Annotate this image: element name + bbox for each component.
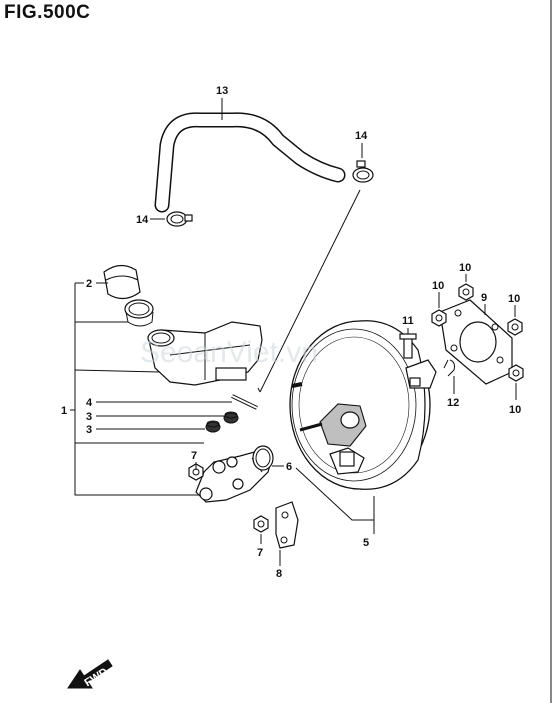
callout-5: 5 [363, 537, 369, 549]
nut-lower [253, 515, 269, 533]
gasket-nut-3 [507, 318, 523, 336]
figure-title: FIG.500C [4, 2, 91, 23]
callout-14-upper: 14 [355, 130, 368, 142]
callout-9: 9 [481, 292, 487, 304]
callout-10-right: 10 [508, 293, 520, 305]
reservoir-cap [103, 264, 141, 300]
reservoir-strainer [124, 299, 154, 327]
callout-3-lower: 3 [86, 424, 92, 436]
brake-booster [289, 320, 437, 490]
hose-clamp-upper [352, 160, 374, 183]
hose-clamp-lower [166, 211, 193, 227]
callout-8: 8 [276, 568, 282, 580]
callout-14-lower: 14 [136, 214, 149, 226]
callout-2: 2 [86, 278, 92, 290]
bracket [275, 501, 299, 549]
vacuum-hose [154, 112, 346, 213]
leader-lines [70, 98, 517, 566]
gasket-nut-2 [458, 283, 474, 301]
gasket-nut-4 [508, 364, 524, 382]
watermark-text: SeoanViet.vn [140, 336, 318, 369]
callout-4: 4 [86, 397, 93, 409]
callout-7-lower: 7 [257, 547, 263, 559]
callout-13: 13 [216, 85, 228, 97]
callout-6: 6 [286, 461, 292, 473]
callout-12: 12 [447, 397, 459, 409]
booster-gasket [439, 299, 513, 385]
callout-7-upper: 7 [191, 450, 197, 462]
retaining-clip [443, 359, 455, 377]
grommet-lower [205, 420, 221, 433]
callout-11: 11 [402, 315, 414, 327]
forward-direction-arrow: FWD [67, 659, 113, 689]
master-cylinder [195, 449, 273, 503]
callout-10-top: 10 [459, 262, 471, 274]
master-cylinder-o-ring [252, 445, 274, 471]
brake-fluid-reservoir [147, 321, 263, 386]
reservoir-pin [231, 394, 258, 410]
callout-3-upper: 3 [86, 411, 92, 423]
gasket-nut-1 [431, 309, 447, 327]
callout-1: 1 [61, 405, 67, 417]
grommet-upper [223, 411, 239, 424]
callout-10-bottom: 10 [509, 404, 521, 416]
callout-10-left: 10 [432, 280, 444, 292]
